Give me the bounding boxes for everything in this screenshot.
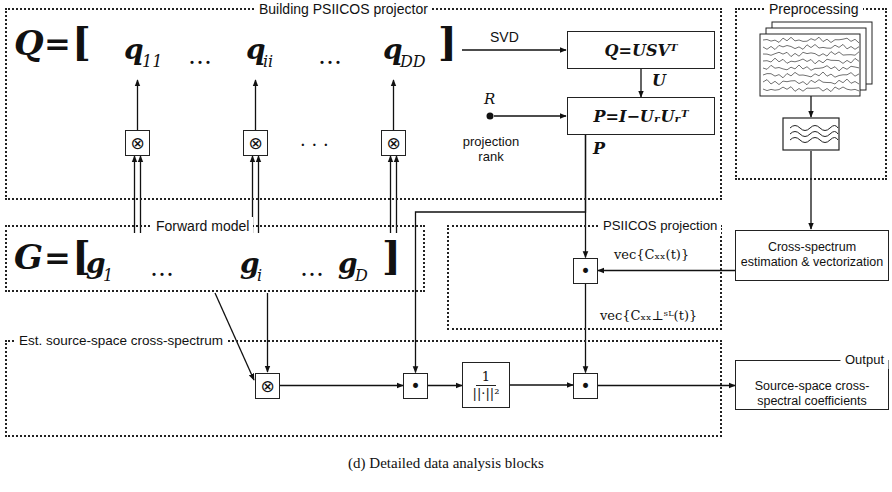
math-label: q: [383, 36, 403, 64]
math-label: DD: [400, 54, 426, 70]
math-label: …: [300, 256, 324, 280]
group-region: Preprocessing: [735, 8, 887, 180]
math-label: 11: [142, 54, 162, 70]
operator-box: •: [403, 373, 428, 399]
connector-arrow: [416, 135, 586, 373]
region-title: Est. source-space cross-spectrum: [15, 332, 227, 350]
edge-label: vec{Cₓₓ⊥ˢᴸ(t)}: [598, 308, 699, 324]
math-label: D: [355, 268, 368, 284]
edge-label: U: [650, 73, 668, 89]
region-title: PSIICOS projection: [599, 217, 721, 235]
math-label: ]: [438, 22, 457, 62]
math-label: Q: [14, 26, 44, 60]
math-label: R: [484, 92, 495, 107]
operator-symbol: •: [410, 376, 420, 396]
math-label: =: [44, 28, 71, 60]
math-label: …: [188, 44, 212, 68]
operator-box: ⊗: [381, 130, 406, 156]
operator-box: ⊗: [125, 130, 150, 156]
fraction-text: 1: [476, 369, 496, 386]
connector-arrow: [428, 385, 462, 386]
layout-wires: [135, 50, 812, 380]
operator-symbol: •: [580, 376, 590, 396]
edge-label: P: [591, 141, 607, 157]
region-title: Building PSIICOS projector: [255, 0, 432, 18]
connector-arrow: [585, 284, 586, 373]
math-label: i: [257, 268, 262, 284]
box-heading: Output: [841, 351, 888, 369]
formula-text: Q=USVᵀ: [605, 41, 678, 60]
process-box: P=I−UᵣUᵣᵀ: [567, 97, 715, 135]
math-label: g: [240, 250, 260, 278]
math-label: =: [44, 242, 71, 274]
math-label: projection rank: [452, 134, 530, 164]
region-title: Forward model: [152, 217, 253, 235]
math-label: · · ·: [300, 136, 329, 154]
operator-box: ⊗: [255, 373, 280, 399]
math-label: [: [72, 22, 91, 62]
operator-box: •: [573, 258, 598, 284]
math-label: g: [86, 250, 106, 278]
connector-arrow: [598, 385, 735, 386]
box-text: Cross-spectrum estimation & vectorizatio…: [736, 240, 888, 270]
connector-arrow: [510, 384, 573, 385]
math-label: 1: [103, 268, 113, 284]
fraction-text: ||·||²: [473, 386, 500, 401]
math-label: q: [124, 36, 144, 64]
math-label: …: [150, 256, 174, 280]
math-label: q: [246, 36, 266, 64]
formula-text: P=I−UᵣUᵣᵀ: [594, 107, 689, 126]
process-box: OutputSource-space cross-spectral coeffi…: [735, 360, 889, 410]
operator-symbol: ⊗: [130, 133, 144, 153]
rank-dot: [487, 113, 494, 120]
group-region: Est. source-space cross-spectrum⊗•1||·||…: [5, 340, 722, 437]
operator-symbol: ⊗: [386, 133, 400, 153]
normalize-box: 1||·||²: [462, 362, 510, 408]
operator-symbol: ⊗: [260, 376, 274, 396]
math-label: SVD: [490, 30, 519, 44]
connector-arrow: [598, 270, 735, 271]
edge-label: vec{Cₓₓ(t)}: [612, 247, 691, 263]
process-box: Cross-spectrum estimation & vectorizatio…: [735, 230, 889, 281]
math-label: G: [14, 240, 43, 274]
connector-arrow: [280, 385, 403, 386]
filter-box: [783, 118, 839, 150]
math-label: ii: [263, 54, 273, 70]
operator-box: ⊗: [243, 130, 268, 156]
box-text: Source-space cross-spectral coefficients: [736, 379, 888, 409]
group-region: Building PSIICOS projector⊗⊗⊗Q=USVᵀP=I−U…: [5, 8, 722, 200]
connector-arrow: [640, 69, 641, 97]
math-label: ]: [382, 236, 401, 276]
math-label: …: [318, 44, 342, 68]
operator-box: •: [573, 373, 598, 399]
eeg-traces: [760, 22, 872, 96]
math-label: g: [338, 250, 358, 278]
region-title: Preprocessing: [765, 0, 863, 18]
operator-symbol: ⊗: [248, 133, 262, 153]
figure-caption: (d) Detailed data analysis blocks: [0, 455, 892, 472]
operator-symbol: •: [580, 261, 590, 281]
process-box: Q=USVᵀ: [567, 31, 715, 69]
